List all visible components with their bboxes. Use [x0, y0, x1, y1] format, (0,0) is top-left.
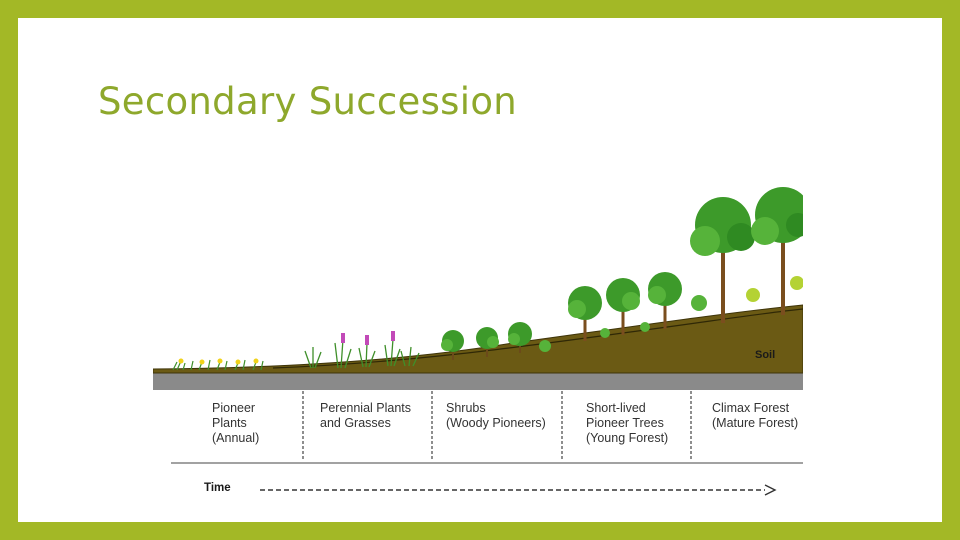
- climax-forest: [690, 187, 803, 323]
- young-forest: [568, 272, 682, 341]
- stage-label-shrubs: Shrubs (Woody Pioneers): [446, 401, 546, 430]
- soil-label: Soil: [755, 349, 776, 361]
- stage-label-pioneer: Pioneer Plants (Annual): [212, 401, 260, 445]
- succession-diagram: Soil Pioneer Plants (Annual) Perennial P…: [153, 163, 803, 508]
- slide: Secondary Succession: [18, 18, 942, 522]
- time-label: Time: [204, 482, 231, 494]
- perennial-grasses: [304, 331, 420, 369]
- time-arrow-head: [764, 484, 777, 496]
- stage-label-perennial: Perennial Plants and Grasses: [320, 401, 412, 430]
- stage-label-climax-forest: Climax Forest (Mature Forest): [712, 401, 799, 430]
- pioneer-plants: [172, 358, 264, 371]
- succession-illustration: [153, 187, 803, 496]
- shrubs: [441, 322, 551, 360]
- stage-label-young-forest: Short-lived Pioneer Trees (Young Forest): [586, 401, 669, 445]
- bedrock-band: [153, 373, 803, 390]
- soil-surface-line: [272, 308, 803, 369]
- slide-title: Secondary Succession: [98, 80, 518, 123]
